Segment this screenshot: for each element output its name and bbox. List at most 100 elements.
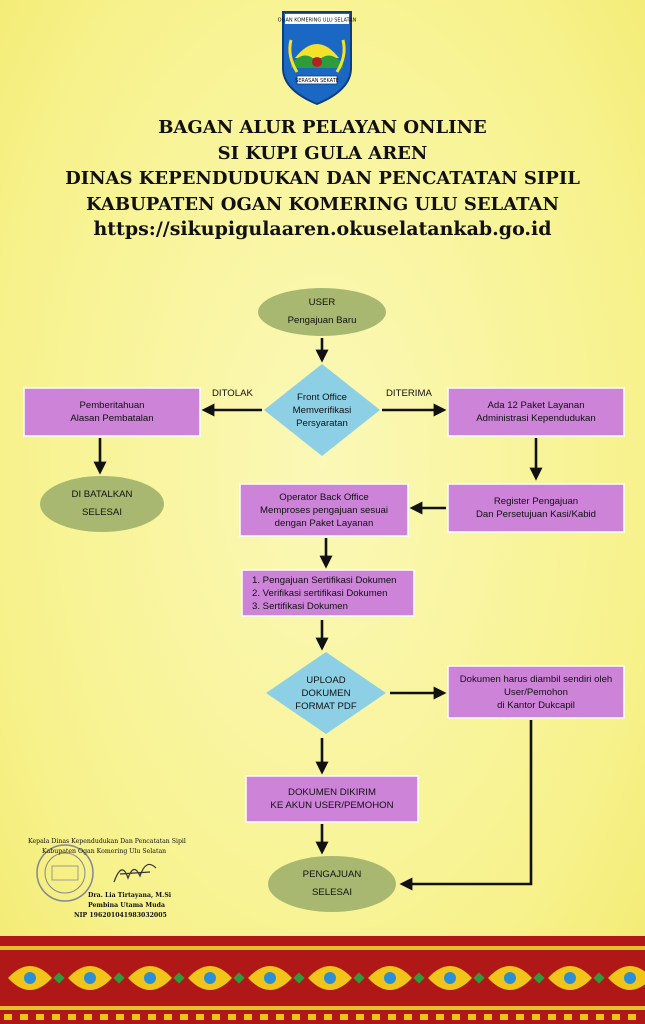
- node-upload-line: DOKUMEN: [301, 687, 351, 699]
- signature-rank: Pembina Utama Muda: [88, 902, 165, 909]
- node-paket-line: Administrasi Kependudukan: [476, 413, 596, 424]
- node-register-line: Register Pengajuan: [493, 496, 579, 507]
- footer-border-tile: [484, 1014, 492, 1020]
- edge-arrow-diambil-to-selesai: [399, 720, 533, 891]
- node-register-line: Dan Persetujuan Kasi/Kabid: [476, 509, 596, 520]
- footer-border-tile: [196, 1014, 204, 1020]
- node-operator-line: Operator Back Office: [279, 491, 369, 503]
- footer-border-tile: [612, 1014, 620, 1020]
- signature-scribble: [113, 863, 157, 883]
- footer-border-tile: [356, 1014, 364, 1020]
- title-line-1: BAGAN ALUR PELAYAN ONLINE: [158, 117, 487, 138]
- title-line-4: KABUPATEN OGAN KOMERING ULU SELATAN: [85, 193, 560, 215]
- node-front_office-line: Memverifikasi: [292, 404, 352, 416]
- node-shape-sertifikasi: [241, 569, 415, 617]
- node-upload-line: FORMAT PDF: [295, 700, 357, 712]
- footer-border-tile: [292, 1014, 300, 1020]
- footer-border-tile: [564, 1014, 572, 1020]
- node-dikirim-line: DOKUMEN DIKIRIM: [288, 787, 376, 798]
- footer-flower-center: [264, 972, 276, 984]
- signature-office: Kepala Dinas Kependudukan Dan Pencatatan…: [28, 838, 186, 845]
- footer-border-tile: [436, 1014, 444, 1020]
- footer-border-tile: [228, 1014, 236, 1020]
- node-shape-front_office: [264, 364, 380, 456]
- footer-flower-center: [624, 972, 636, 984]
- node-operator-line: Memproses pengajuan sesuai: [260, 504, 388, 516]
- footer-flower-center: [324, 972, 336, 984]
- node-diambil-line: di Kantor Dukcapil: [497, 699, 575, 711]
- node-shape-upload: [266, 652, 386, 734]
- node-dibatalkan-line: DI BATALKAN: [71, 489, 133, 500]
- footer-border-tile: [116, 1014, 124, 1020]
- footer-border-tile: [244, 1014, 252, 1020]
- node-operator-line: dengan Paket Layanan: [274, 517, 374, 529]
- node-user-line: Pengajuan Baru: [287, 315, 357, 326]
- node-sertifikasi-line: 2. Verifikasi sertifikasi Dokumen: [252, 587, 388, 599]
- footer-border-tile: [628, 1014, 636, 1020]
- node-dikirim: DOKUMEN DIKIRIM KE AKUN USER/PEMOHON: [246, 776, 418, 822]
- footer-border-tile: [452, 1014, 460, 1020]
- footer-border-tile: [324, 1014, 332, 1020]
- signature-regency: Kabupaten Ogan Komering Ulu Selatan: [42, 848, 167, 855]
- website-url: https://sikupigulaaren.okuselatankab.go.…: [93, 218, 552, 240]
- node-dikirim-line: KE AKUN USER/PEMOHON: [270, 800, 394, 811]
- node-sertifikasi-line: 3. Sertifikasi Dokumen: [252, 600, 348, 612]
- footer-border-tile: [388, 1014, 396, 1020]
- node-shape-diambil: [447, 665, 625, 719]
- footer-border-tile: [372, 1014, 380, 1020]
- node-user-line: USER: [308, 297, 336, 308]
- logo-label: OGAN KOMERING ULU SELATAN: [278, 18, 357, 24]
- node-shape-selesai: [268, 856, 396, 912]
- node-shape-dibatalkan: [40, 476, 164, 532]
- footer-border-tile: [548, 1014, 556, 1020]
- signature-name: Dra. Lia Tirtayana, M.Si: [88, 892, 172, 899]
- okus-logo: OGAN KOMERING ULU SELATAN SERASAN SEKATE: [278, 11, 357, 106]
- footer-border-tile: [84, 1014, 92, 1020]
- footer-flower-center: [144, 972, 156, 984]
- node-upload-line: UPLOAD: [306, 674, 346, 686]
- footer-diamond-motif: [53, 972, 65, 984]
- node-dibatalkan-line: SELESAI: [81, 507, 122, 518]
- footer-border-tile: [68, 1014, 76, 1020]
- footer-border-tile: [276, 1014, 284, 1020]
- title-line-3: DINAS KEPENDUDUKAN DAN PENCATATAN SIPIL: [65, 168, 580, 189]
- node-user: USER Pengajuan Baru: [258, 288, 386, 336]
- footer-border-tile: [532, 1014, 540, 1020]
- page-title: BAGAN ALUR PELAYAN ONLINE SI KUPI GULA A…: [0, 115, 645, 243]
- footer-border-tile: [468, 1014, 476, 1020]
- footer-border-tile: [20, 1014, 28, 1020]
- edge-label-ditolak: DITOLAK: [212, 388, 253, 399]
- songket-footer-pattern: [0, 936, 645, 1024]
- footer-border-tile: [580, 1014, 588, 1020]
- footer-border-tile: [100, 1014, 108, 1020]
- footer-flower-center: [84, 972, 96, 984]
- footer-border-tile: [260, 1014, 268, 1020]
- footer-border-tile: [420, 1014, 428, 1020]
- footer-flower-center: [384, 972, 396, 984]
- node-front_office-line: Front Office: [297, 391, 347, 403]
- footer-flower-center: [564, 972, 576, 984]
- node-shape-register: [447, 483, 625, 533]
- logo-ribbon: SERASAN SEKATE: [295, 78, 339, 84]
- footer-flower-center: [204, 972, 216, 984]
- footer-border-tile: [308, 1014, 316, 1020]
- node-shape-dikirim: [245, 775, 419, 823]
- footer-border-tile: [340, 1014, 348, 1020]
- node-selesai-line: PENGAJUAN: [302, 869, 362, 880]
- node-diambil-line: User/Pemohon: [503, 686, 568, 698]
- title-line-2: SI KUPI GULA AREN: [217, 142, 428, 164]
- node-pemberitahuan-line: Alasan Pembatalan: [70, 413, 154, 424]
- node-diambil-line: Dokumen harus diambil sendiri oleh: [459, 673, 613, 685]
- footer-border-tile: [404, 1014, 412, 1020]
- footer-flower-center: [444, 972, 456, 984]
- footer-border-tile: [148, 1014, 156, 1020]
